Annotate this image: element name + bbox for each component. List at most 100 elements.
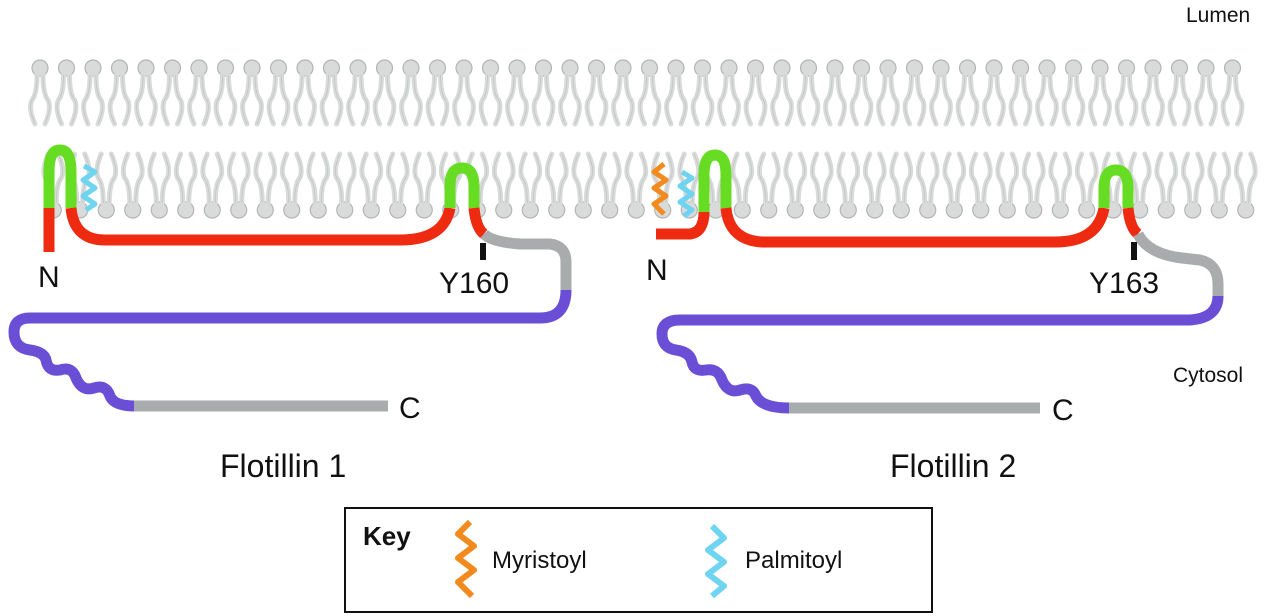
lipid-outer-leaflet	[902, 59, 927, 127]
lipid-inner-leaflet	[597, 151, 622, 219]
lipid-inner-leaflet	[836, 151, 861, 219]
lipid-outer-leaflet	[478, 59, 503, 127]
flotillin-2-n-stub	[656, 211, 710, 240]
lipid-inner-leaflet	[306, 151, 331, 219]
lipid-outer-leaflet	[134, 59, 158, 127]
flotillin-1-phb-tail	[468, 207, 488, 239]
lipid-outer-leaflet	[266, 59, 291, 127]
lipid-outer-leaflet	[187, 59, 211, 127]
lipid-outer-leaflet	[1167, 59, 1192, 127]
lipid-inner-leaflet	[544, 151, 569, 219]
lipid-outer-leaflet	[584, 59, 609, 127]
key-title: Key	[363, 521, 411, 551]
flotillin-2-hairpin-1	[698, 149, 732, 212]
lipid-outer-leaflet	[1035, 59, 1059, 127]
lipid-outer-leaflet	[876, 59, 900, 127]
lipid-outer-leaflet	[637, 59, 662, 127]
flotillin-1-n-terminus: N	[38, 261, 60, 294]
lipid-outer-leaflet	[293, 59, 317, 127]
lipid-outer-leaflet	[531, 59, 556, 127]
flotillin-1-name: Flotillin 1	[220, 448, 346, 484]
lipid-outer-leaflet	[28, 59, 52, 127]
lipid-outer-leaflet	[240, 59, 264, 127]
lipid-outer-leaflet	[796, 59, 821, 127]
lipid-inner-leaflet	[1207, 151, 1232, 219]
flotillin-2: N Y163 C Flotillin 2	[646, 149, 1224, 484]
lipid-inner-leaflet	[94, 151, 119, 219]
lipid-inner-leaflet	[1154, 151, 1179, 219]
lipid-outer-leaflet	[1114, 59, 1139, 127]
lipid-inner-leaflet	[518, 151, 543, 219]
lipid-inner-leaflet	[624, 151, 649, 219]
lipid-inner-leaflet	[968, 151, 993, 219]
flotillin-2-myristoyl-icon	[651, 162, 669, 216]
key-frame	[344, 507, 933, 613]
lipid-outer-leaflet	[823, 59, 847, 127]
lipid-outer-leaflet	[319, 59, 344, 127]
flotillin-1-hairpin-1	[43, 144, 77, 208]
lipid-inner-leaflet	[200, 151, 225, 219]
lipid-outer-leaflet	[743, 59, 768, 127]
palmitoyl-zigzag-icon	[705, 523, 727, 599]
lumen-label: Lumen	[1186, 4, 1250, 27]
lipid-outer-leaflet	[611, 59, 635, 127]
lipid-inner-leaflet	[332, 151, 357, 219]
lipid-outer-leaflet	[929, 59, 953, 127]
lipid-inner-leaflet	[783, 151, 808, 219]
lipid-outer-leaflet	[558, 59, 582, 127]
lipid-outer-leaflet	[1088, 59, 1112, 127]
flotillin-1-linker	[480, 229, 572, 290]
lipid-inner-leaflet	[995, 151, 1020, 219]
lipid-outer-leaflet	[717, 59, 741, 127]
lipid-inner-leaflet	[756, 151, 781, 219]
lipid-inner-leaflet	[809, 151, 834, 219]
lipid-outer-leaflet	[452, 59, 476, 127]
lipid-outer-leaflet	[81, 59, 105, 127]
lipid-inner-leaflet	[253, 151, 278, 219]
lipid-inner-leaflet	[1048, 151, 1073, 219]
key-palmitoyl-label: Palmitoyl	[745, 547, 842, 574]
flotillin-1: N Y160 C Flotillin 1	[8, 144, 572, 484]
lipid-inner-leaflet	[226, 151, 251, 219]
lipid-outer-leaflet	[346, 59, 370, 127]
myristoyl-zigzag-icon	[455, 519, 477, 599]
lipid-outer-leaflet	[1008, 59, 1033, 127]
lipid-outer-leaflet	[399, 59, 423, 127]
lipid-inner-leaflet	[1074, 151, 1099, 219]
lipid-outer-leaflet	[955, 59, 980, 127]
flotillin-2-palmitoyl-icon	[677, 169, 695, 218]
lipid-inner-leaflet	[1233, 151, 1258, 219]
lipid-outer-leaflet	[1141, 59, 1165, 127]
lipid-outer-leaflet	[54, 59, 79, 127]
lipid-outer-leaflet	[107, 59, 132, 127]
lipid-bilayer	[28, 59, 1258, 219]
lipid-inner-leaflet	[120, 151, 145, 219]
lipid-outer-leaflet	[425, 59, 450, 127]
lipid-inner-leaflet	[491, 151, 516, 219]
lipid-outer-leaflet	[505, 59, 529, 127]
lipid-inner-leaflet	[942, 151, 967, 219]
lipid-inner-leaflet	[889, 151, 914, 219]
lipid-inner-leaflet	[147, 151, 172, 219]
lipid-inner-leaflet	[730, 151, 755, 219]
lipid-outer-leaflet	[213, 59, 238, 127]
lipid-inner-leaflet	[412, 151, 437, 219]
lipid-outer-leaflet	[160, 59, 185, 127]
cytosol-label: Cytosol	[1173, 364, 1243, 387]
lipid-outer-leaflet	[1061, 59, 1086, 127]
lipid-inner-leaflet	[173, 151, 198, 219]
flotillin-1-phb-domain	[65, 206, 456, 246]
flotillin-1-c-terminus: C	[399, 392, 421, 425]
lipid-outer-leaflet	[372, 59, 397, 127]
flotillin-2-phosphosite-label: Y163	[1089, 267, 1159, 300]
lipid-inner-leaflet	[359, 151, 384, 219]
flotillin-2-phb-domain	[720, 206, 1110, 248]
flotillin-2-name: Flotillin 2	[890, 448, 1016, 484]
lipid-outer-leaflet	[982, 59, 1006, 127]
flotillin-2-c-terminus: C	[1052, 394, 1074, 427]
lipid-outer-leaflet	[1220, 59, 1245, 127]
key-myristoyl-label: Myristoyl	[492, 547, 587, 574]
lipid-outer-leaflet	[770, 59, 794, 127]
flotillin-2-flotillin-domain	[656, 295, 1224, 414]
